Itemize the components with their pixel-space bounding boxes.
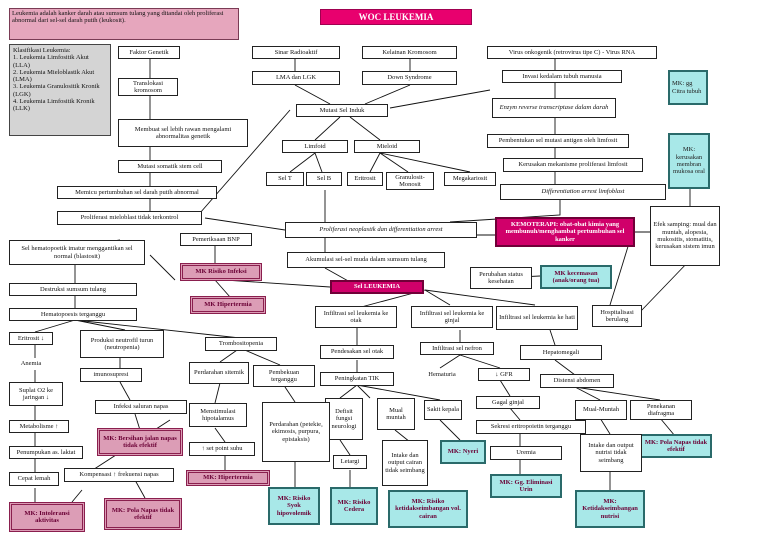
node-down-syndrome: Down Syndrome (362, 71, 457, 85)
node-kemoterapi: KEMOTERAPI: obat-obat kimia yang membunu… (495, 217, 635, 247)
node-uremia: Uremia (490, 446, 562, 460)
node-kelainan-kromosom: Kelainan Kromosom (362, 46, 457, 59)
node-pembentukan-sel: Pembentukan sel mutasi antigen oleh limf… (487, 134, 629, 148)
node-translokasi: Translokasi kromosom (118, 78, 178, 96)
node-sel-hematopoetik: Sel hematopoetik imatur menggantikan sel… (9, 240, 145, 265)
node-granulosit: Granulosit-Monosit (386, 172, 434, 190)
node-suplai-o2: Suplai O2 ke jaringan ↓ (9, 382, 63, 406)
node-efek-samping: Efek samping: mual dan muntah, alopesia,… (650, 206, 720, 266)
node-hepatomegali: Hepatomegali (520, 345, 602, 360)
node-eritrosit-down: Eritrosit ↓ (9, 332, 53, 345)
node-mk-risiko-cedera: MK: Risiko Cedera (330, 487, 378, 525)
node-distensi: Distensi abdomen (540, 374, 614, 388)
node-mk-eliminasi: MK: Gg. Eliminasi Urin (490, 474, 562, 498)
node-membuat-sel: Membuat sel lebih rawan mengalami abnorm… (118, 119, 248, 147)
node-kompensasi: Kompensasi ↑ frekuensi napas (64, 468, 174, 482)
node-perubahan-status: Perubahan status kesehatan (470, 267, 532, 289)
node-mk-risiko-infeksi: MK Risiko Infeksi (180, 263, 262, 281)
node-mk-ketidakseimbangan: MK: Ketidakseimbangan nutrisi (575, 490, 645, 528)
node-mk-gga: MK: gg Citra tubuh (668, 70, 708, 105)
node-pembekuan: Pembekuan terganggu (253, 365, 315, 387)
node-mk-pola-napas-r: MK: Pola Napas tidak efektif (640, 434, 712, 458)
node-virus: Virus onkogenik (retrovirus tipe C) - Vi… (487, 46, 657, 59)
node-kerusakan-limfosit: Kerusakan mekanisme proliferasi limfosit (503, 158, 643, 172)
node-lma-lgk: LMA dan LGK (252, 71, 340, 85)
node-infeksi-napas: Infeksi saluran napas (95, 400, 187, 414)
node-asupan-abd: Intake dan output nutrisi tidak seimbang (580, 434, 642, 472)
node-mk-kerusakan: MK: kerusakan membran mukosa oral (668, 133, 710, 189)
node-mual-muntah-otak: Mual muntah (377, 398, 415, 430)
node-megakariosit: Megakariosit (444, 172, 496, 186)
node-produksi-neutrofil: Produksi neutrofil turun (neutropenia) (80, 330, 164, 358)
node-menstimulasi: Menstimulasi hipotalamus (189, 403, 247, 427)
diagram-title: WOC LEUKEMIA (320, 9, 472, 25)
node-mutasi-induk: Mutasi Sel Induk (296, 104, 388, 117)
node-imunosupresi: imunosupresi (80, 368, 142, 382)
node-mk-bersihan: MK: Bersihan jalan napas tidak efektif (97, 428, 183, 456)
node-sekresi-eritropoietin: Sekresi eritropoietin terganggu (476, 420, 586, 434)
node-sakit-kepala: Sakit kepala (424, 400, 462, 420)
node-destruksi: Destruksi sumsum tulang (9, 283, 137, 296)
node-mk-hipertermia-2: MK: Hipertermia (186, 470, 270, 486)
node-eritrosit-top: Eritrosit (347, 172, 383, 186)
node-faktor-genetik: Faktor Genetik (118, 46, 180, 59)
node-gagal-ginjal: Gagal ginjal (476, 396, 540, 409)
node-mk-intoleransi: MK: Intoleransi aktivitas (9, 502, 85, 532)
node-trombositopenia: Trombositopenia (205, 337, 277, 351)
node-pendesakan: Pendesakan sel otak (320, 345, 394, 359)
node-perdarahan-3: Perdarahan (petekie, ekimosis, purpura, … (262, 402, 330, 462)
node-mual-muntah-abd: Mual-Muntah (575, 400, 627, 420)
node-hematuria: Hematuria (428, 370, 456, 378)
node-diff-arrest-limfoblast: Differentiation arrest limfoblast (500, 184, 666, 200)
node-sel-b: Sel B (306, 172, 342, 186)
node-metabolisme: Metabolisme ↑ (9, 420, 69, 433)
node-infiltrasi-nefron: Infiltrasi sel nefron (420, 342, 494, 355)
node-proliferasi-mielo: Proliferasi mieloblast tidak terkontrol (57, 211, 202, 225)
node-invasi: Invasi kedalam tubuh manusia (502, 70, 622, 83)
node-hematopoesis: Hematopoesis terganggu (9, 308, 137, 321)
node-penumpukan-laktat: Penumpukan as. laktat (9, 446, 83, 459)
node-cepat-lemah: Cepat lemah (9, 472, 59, 486)
node-infiltrasi-otak: Infiltrasi sel leukemia ke otak (315, 306, 397, 328)
node-akumulasi: Akumulasi sel-sel muda dalam sumsum tula… (287, 252, 445, 268)
classification-list: Klasifikasi Leukemia: 1. Leukemia Limfos… (9, 44, 111, 136)
node-mk-hipertermia: MK Hipertermia (190, 296, 266, 314)
node-mutasi-stem: Mutasi somatik stem cell (118, 160, 222, 173)
node-mk-kecemasan: MK kecemasan (anak/orang tua) (540, 265, 612, 289)
node-infiltrasi-hati: Infiltrasi sel leukemia ke hati (496, 306, 578, 330)
node-mk-nyeri: MK: Nyeri (440, 440, 486, 464)
node-penekanan: Penekanan diafragma (630, 400, 692, 420)
node-mk-pola-napas-m: MK: Pola Napas tidak efektif (104, 498, 182, 530)
node-letargi: Letargi (333, 455, 367, 469)
node-anemia: Anemia (20, 360, 42, 368)
node-enzim: Enzym reverse transcriptase dalam darah (492, 98, 616, 118)
node-asupan-otak: Intake dan output cairan tidak seimbang (382, 440, 428, 486)
node-infiltrasi-ginjal: Infiltrasi sel leukemia ke ginjal (411, 306, 493, 328)
node-gfr: ↓ GFR (478, 368, 530, 381)
node-limfoid: Limfoid (282, 140, 348, 153)
node-peningkatan-tik: Peningkatan TIK (320, 372, 394, 386)
node-perdarahan-sitemik: Perdarahan sitemik (189, 362, 249, 384)
node-sinar-radioaktif: Sinar Radioaktif (252, 46, 340, 59)
node-mk-risiko-cairan: MK: Risiko ketidakseimbangan vol. cairan (388, 490, 468, 528)
node-proliferasi-neo: Proliferasi neoplastik dan differentiati… (285, 222, 477, 238)
node-pemeriksaan-bnp: Pemeriksaan BNP (180, 233, 252, 246)
definition-note: Leukemia adalah kanker darah atau sumsum… (9, 8, 239, 40)
node-memicu: Memicu pertumbuhan sel darah putih abnor… (57, 186, 217, 199)
node-sel-t: Sel T (266, 172, 304, 186)
node-mieloid: Mieloid (354, 140, 420, 153)
node-mk-risiko-syok: MK: Risiko Syok hipovolemik (268, 487, 320, 525)
node-set-point: ↑ set point suhu (189, 442, 255, 456)
node-sel-leukemia: Sel LEUKEMIA (330, 280, 424, 294)
node-hospitalisasi: Hospitalisasi berulang (592, 305, 642, 327)
node-defisit: Defisit fungsi neurologi (325, 398, 363, 440)
